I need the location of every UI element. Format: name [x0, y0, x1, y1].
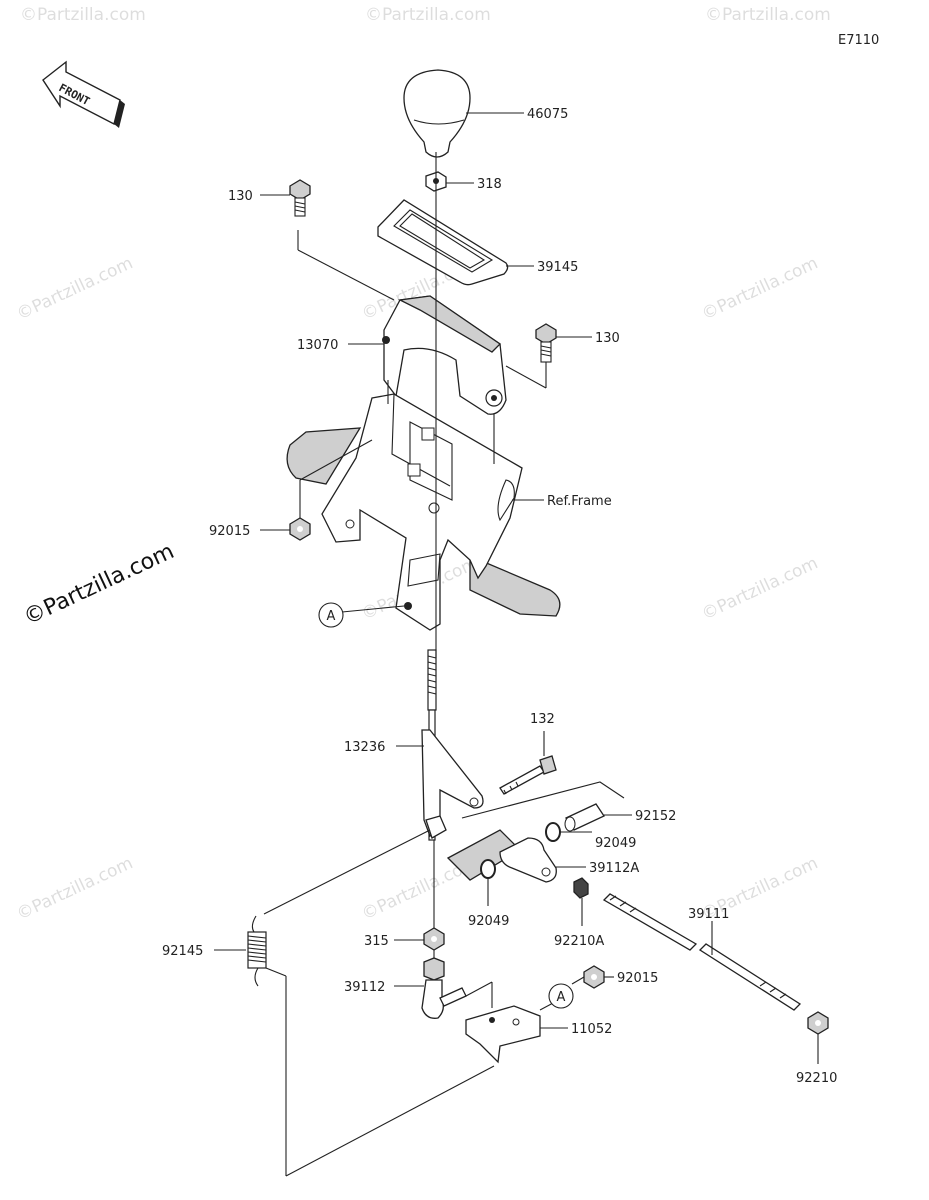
ref-circle-a-lower: A — [548, 983, 574, 1009]
part-label-ref-frame: Ref.Frame — [547, 494, 612, 509]
watermark-text: ©Partzilla.com — [705, 5, 831, 25]
part-labels: 46075 318 130 39145 130 13070 Ref.Frame … — [162, 107, 837, 1086]
front-arrow-icon: FRONT — [42, 60, 125, 128]
part-label-13236: 13236 — [344, 740, 385, 755]
watermark-text: ©Partzilla.com — [14, 253, 136, 324]
watermark-text: ©Partzilla.com — [20, 5, 146, 25]
bolt-130-left — [289, 179, 311, 217]
watermark-text: ©Partzilla.com — [699, 553, 821, 624]
watermark-text: ©Partzilla.com — [699, 253, 821, 324]
watermark-text: ©Partzilla.com — [365, 5, 491, 25]
shift-rod — [421, 649, 484, 841]
collar-92152 — [564, 803, 605, 832]
part-label-39111: 39111 — [688, 907, 729, 922]
shift-housing — [382, 295, 507, 415]
nut-92015-bottom — [583, 965, 605, 989]
part-label-92210: 92210 — [796, 1071, 837, 1086]
mounting-bracket — [321, 393, 523, 631]
watermark-text: ©Partzilla.com — [14, 853, 136, 924]
part-label-92049-left: 92049 — [468, 914, 509, 929]
part-label-46075: 46075 — [527, 107, 568, 122]
ref-circle-a-upper: A — [318, 602, 344, 628]
washer-92049-left — [480, 859, 496, 879]
part-label-13070: 13070 — [297, 338, 338, 353]
diagram-code: E7110 — [838, 33, 879, 48]
nut-92210A — [573, 877, 589, 899]
bolt-132 — [499, 755, 557, 795]
bracket-11052 — [465, 1005, 541, 1064]
watermark-logo-text: ©Partzilla.com — [20, 539, 178, 630]
part-label-315: 315 — [364, 934, 389, 949]
ref-circle-label: A — [557, 990, 566, 1005]
frame-tube — [286, 427, 561, 617]
part-label-130-right: 130 — [595, 331, 620, 346]
shift-knob — [403, 69, 471, 158]
part-label-39112A: 39112A — [589, 861, 639, 876]
nut-92210 — [807, 1011, 829, 1035]
part-label-92145: 92145 — [162, 944, 203, 959]
part-label-11052: 11052 — [571, 1022, 612, 1037]
washer-92049-right — [545, 822, 561, 842]
ref-circle-label: A — [327, 609, 336, 624]
part-label-92015-bottom: 92015 — [617, 971, 658, 986]
part-label-92152: 92152 — [635, 809, 676, 824]
leader-lines — [214, 112, 819, 1177]
part-label-39145: 39145 — [537, 260, 578, 275]
spring-92145 — [247, 915, 267, 987]
part-label-39112: 39112 — [344, 980, 385, 995]
lever-39112A — [499, 837, 557, 883]
rod-39111 — [602, 893, 802, 1011]
part-label-132: 132 — [530, 712, 555, 727]
part-label-130-left: 130 — [228, 189, 253, 204]
nut-92015-top — [289, 517, 311, 541]
ball-joint-39112 — [421, 957, 467, 1019]
part-label-92049-right: 92049 — [595, 836, 636, 851]
part-label-318: 318 — [477, 177, 502, 192]
part-label-92015-top: 92015 — [209, 524, 250, 539]
bolt-130-right — [535, 323, 557, 363]
shift-plate — [377, 199, 509, 286]
part-label-92210A: 92210A — [554, 934, 604, 949]
nut-315 — [423, 927, 445, 951]
